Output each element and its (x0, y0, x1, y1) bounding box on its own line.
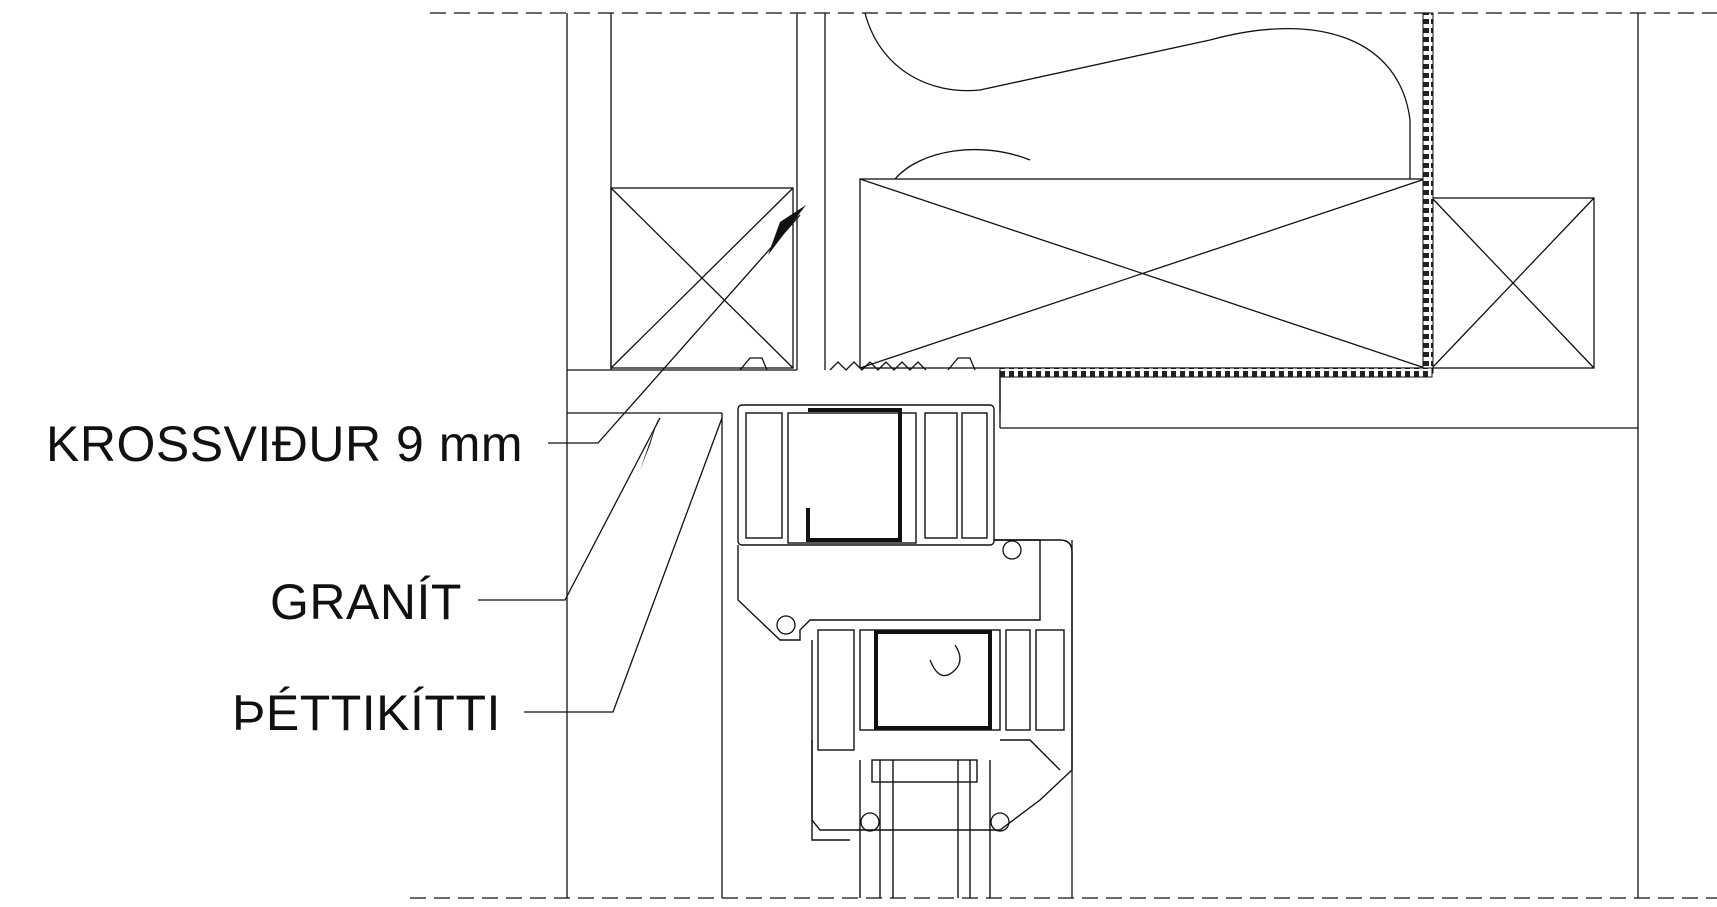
sealant-bead (829, 361, 927, 371)
label-thettikitti: ÞÉTTIKÍTTI (232, 685, 501, 741)
timber-block-left (610, 187, 794, 369)
label-granit: GRANÍT (270, 574, 462, 630)
leader-krossvidur (548, 214, 801, 444)
window-frame-profile (737, 404, 1073, 898)
arrowhead-thettikitti (703, 413, 724, 470)
arrowhead-granit (640, 413, 660, 470)
blind-roll-curve (864, 12, 1411, 179)
leader-thettikitti (524, 417, 723, 713)
label-krossvidur: KROSSVIÐUR 9 mm (46, 416, 524, 472)
arrowhead-krossvidur (768, 205, 806, 255)
timber-block-right (1431, 197, 1595, 369)
timber-beam-center (859, 178, 1426, 369)
insulation-vertical (1422, 12, 1434, 374)
insulation-horizontal (999, 367, 1433, 378)
leader-granit (478, 417, 661, 601)
